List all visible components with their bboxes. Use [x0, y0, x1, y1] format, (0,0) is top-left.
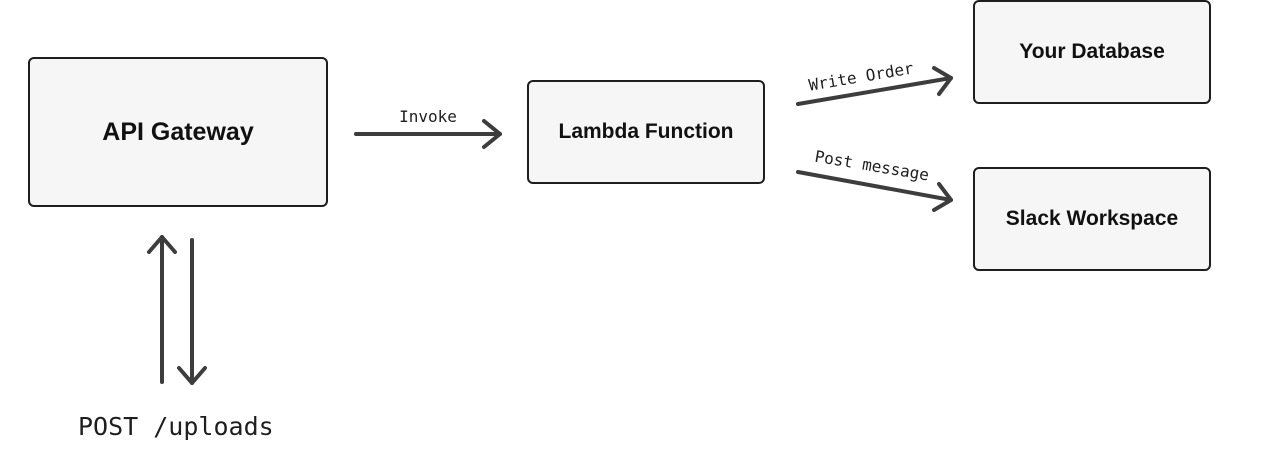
lambda-function-label: Lambda Function — [558, 120, 734, 143]
response-down-arrow — [177, 238, 207, 385]
api-gateway-label: API Gateway — [102, 117, 254, 146]
lambda-function-node: Lambda Function — [527, 80, 765, 184]
database-node: Your Database — [973, 0, 1211, 104]
post-message-arrow — [796, 170, 953, 212]
slack-workspace-label: Slack Workspace — [1005, 207, 1179, 230]
write-order-arrow — [796, 66, 953, 106]
endpoint-label: POST /uploads — [78, 412, 274, 441]
slack-workspace-node: Slack Workspace — [973, 167, 1211, 271]
api-gateway-node: API Gateway — [28, 57, 328, 207]
write-order-edge-label: Write Order — [807, 58, 915, 94]
request-up-arrow — [147, 235, 177, 384]
invoke-edge-label: Invoke — [399, 107, 457, 126]
database-label: Your Database — [1019, 40, 1165, 63]
invoke-arrow — [354, 119, 502, 149]
